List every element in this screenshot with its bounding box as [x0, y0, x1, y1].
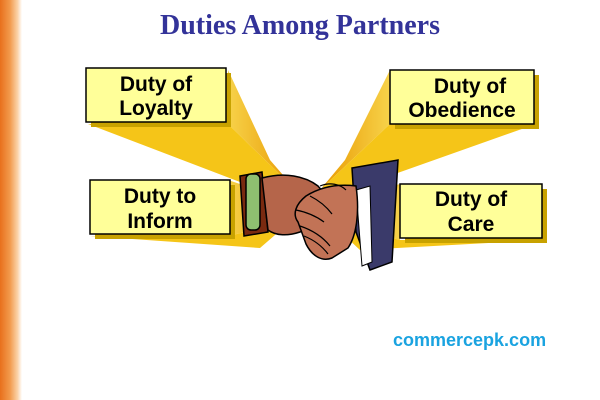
- box-inform: Duty to Inform: [89, 179, 235, 239]
- box-loyalty-line2: Loyalty: [119, 97, 193, 120]
- box-obedience-line1: Duty of: [434, 75, 507, 98]
- ray-loyalty: [228, 70, 296, 190]
- box-inform-line2: Inform: [127, 210, 192, 233]
- slide-accent-bar: [0, 0, 22, 400]
- box-obedience-line2: Obedience: [408, 99, 515, 122]
- handshake-icon: [239, 159, 399, 271]
- watermark-text: commercepk.com: [393, 330, 547, 350]
- box-inform-line1: Duty to: [124, 185, 196, 208]
- box-care: Duty of Care: [399, 183, 547, 243]
- box-care-line1: Duty of: [435, 188, 508, 211]
- ray-loyalty-side: [88, 124, 296, 190]
- box-loyalty-line1: Duty of: [120, 73, 193, 96]
- ray-obedience: [320, 70, 390, 190]
- ray-inform-side: [90, 222, 290, 248]
- box-care-line2: Care: [448, 213, 495, 236]
- box-loyalty: Duty of Loyalty: [85, 67, 231, 127]
- box-obedience: Duty of Obedience: [389, 69, 539, 129]
- slide-title: Duties Among Partners: [160, 10, 440, 41]
